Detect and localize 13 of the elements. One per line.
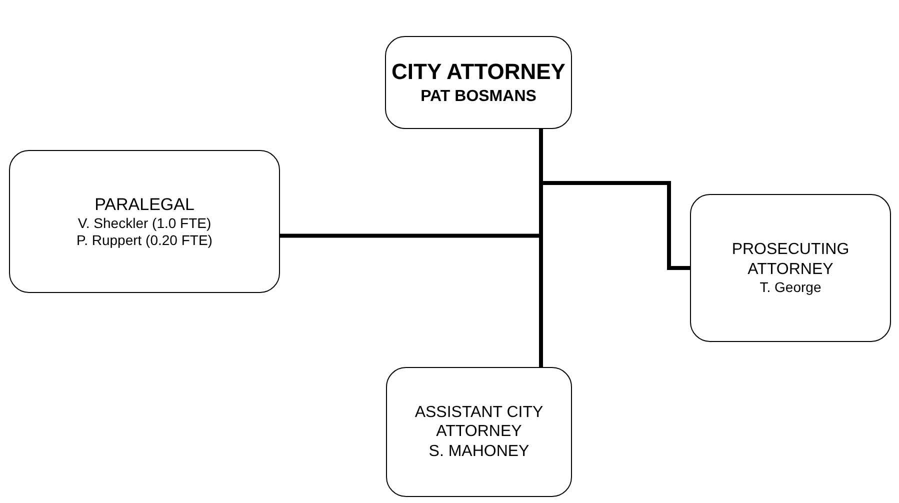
org-box [385, 36, 572, 129]
staff-text: S. MAHONEY [428, 442, 530, 461]
title-text: CITY ATTORNEY [392, 58, 566, 86]
role-text: PARALEGAL [94, 194, 194, 215]
org-box [386, 367, 572, 497]
name-text: PAT BOSMANS [420, 87, 536, 106]
role-text: PROSECUTING ATTORNEY [730, 240, 850, 279]
org-box [690, 194, 891, 342]
staff-text: V. Sheckler (1.0 FTE) [78, 214, 212, 232]
staff-text: T. George [760, 278, 822, 296]
role-text: ASSISTANT CITY ATTORNEY [414, 403, 544, 442]
org-box [9, 150, 280, 293]
staff-text: P. Ruppert (0.20 FTE) [76, 232, 212, 248]
